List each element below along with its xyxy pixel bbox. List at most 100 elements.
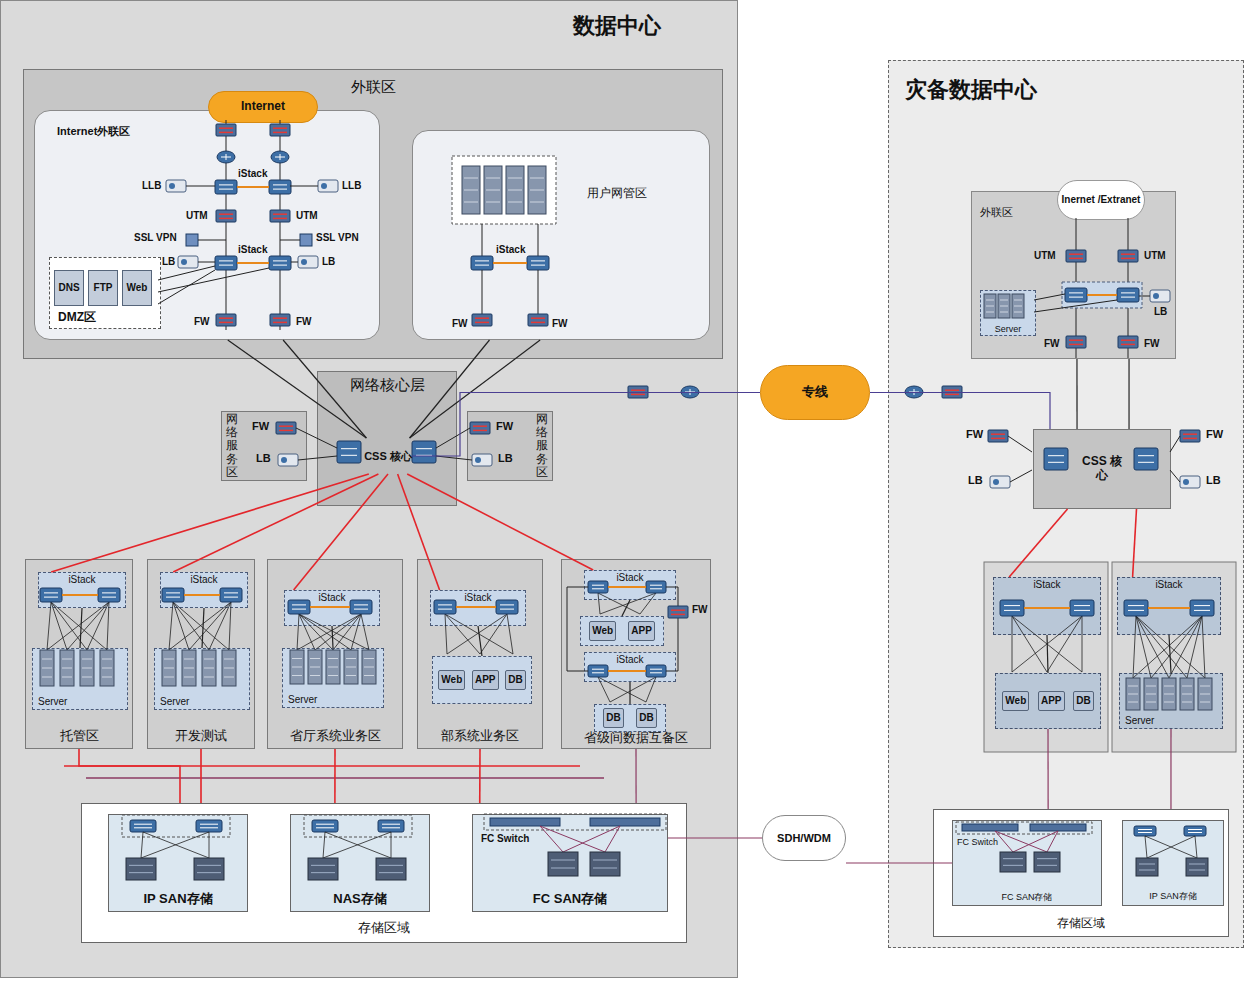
server-group: Server (32, 648, 128, 710)
wire (51, 602, 67, 650)
server-label: Web (589, 621, 616, 641)
dmz-box: DMZ区DNSFTPWeb (49, 257, 161, 329)
stack-outline (1062, 282, 1142, 308)
wire (508, 202, 522, 203)
wire (482, 270, 483, 314)
wire (1195, 836, 1197, 858)
wire (102, 677, 112, 678)
wire (351, 614, 361, 650)
device-label: LB (498, 452, 513, 464)
wire (1182, 702, 1192, 703)
wire (1003, 865, 1023, 866)
switch-icon (1134, 826, 1156, 836)
node-label: Web (127, 282, 148, 294)
wire (311, 865, 335, 866)
device-label: UTM (186, 210, 208, 221)
network-link (1047, 729, 1048, 809)
wire (1148, 607, 1190, 609)
wire (1037, 858, 1057, 859)
wire (473, 430, 487, 432)
wire (219, 184, 233, 185)
load-balancer-icon (993, 479, 999, 485)
wire (143, 832, 209, 858)
cloud: 专线 (760, 365, 870, 420)
node-label: 用户网管区 (587, 187, 647, 201)
stack-outline (304, 815, 412, 837)
wire (341, 448, 357, 449)
switch-icon (337, 441, 361, 463)
zone-outline (984, 562, 1108, 752)
network-link (407, 474, 593, 570)
wire (316, 827, 334, 828)
device-label: FW (296, 316, 312, 327)
node-label: Server (995, 324, 1022, 334)
stack-outline (484, 814, 666, 830)
server-rack-box (452, 156, 556, 224)
switch-icon (1000, 600, 1024, 616)
wire (279, 425, 293, 427)
device-label: LB (162, 256, 175, 267)
stack-outline (956, 822, 1092, 834)
node-label: 开发测试 (175, 729, 227, 744)
device-label: FW (552, 318, 568, 329)
wire (1008, 436, 1032, 452)
node-label: IP SAN存储 (1149, 891, 1196, 901)
wire (508, 190, 522, 191)
node-label: iStack (464, 592, 491, 604)
server-icon (1180, 678, 1194, 710)
node-label: IP SAN存储 (143, 892, 212, 907)
wire (102, 668, 112, 669)
wire (328, 667, 338, 668)
wire (1034, 294, 1065, 300)
wire (296, 428, 337, 448)
server-icon (462, 166, 480, 214)
wire (280, 240, 300, 241)
wire (273, 127, 287, 129)
wire (382, 827, 400, 828)
wire (1139, 296, 1150, 297)
device-label: FW (692, 604, 708, 615)
wire (273, 260, 287, 261)
node-label: iStack (1155, 579, 1182, 591)
network-link (1169, 635, 1171, 673)
wire (608, 586, 646, 588)
node-label: iStack (318, 592, 345, 604)
wire (164, 668, 174, 669)
storage-box: FC SwitchFC SAN存储 (472, 814, 668, 912)
wire (273, 317, 287, 319)
node-label: 网络核心层 (350, 376, 425, 393)
wire (480, 614, 507, 654)
wire (531, 260, 545, 261)
server-icon (80, 650, 94, 686)
wire (346, 675, 356, 676)
wire (1169, 616, 1202, 678)
node-label: iStack (190, 574, 217, 586)
wire (1047, 616, 1082, 672)
switch-icon (350, 600, 372, 614)
wire (1200, 686, 1210, 687)
wire (186, 186, 215, 187)
load-balancer-icon (181, 259, 187, 265)
wire (107, 602, 109, 650)
node-label: 外联区 (351, 78, 396, 95)
load-balancer-icon (281, 457, 287, 463)
server-icon (1126, 678, 1140, 710)
wire (1034, 300, 1117, 312)
wire (184, 594, 220, 596)
wire (82, 668, 92, 669)
wire (1145, 836, 1147, 858)
wire (198, 240, 226, 241)
wire (82, 659, 92, 660)
fc-switch-icon (962, 824, 1018, 831)
device-label: FW (194, 316, 210, 327)
router-icon (905, 386, 923, 398)
wire (310, 675, 320, 676)
firewall-icon (668, 606, 688, 618)
wire (42, 677, 52, 678)
network-link (1076, 359, 1077, 429)
wire (141, 832, 143, 858)
firewall-icon (528, 314, 548, 326)
load-balancer-icon (178, 256, 198, 268)
wire (1014, 312, 1022, 313)
